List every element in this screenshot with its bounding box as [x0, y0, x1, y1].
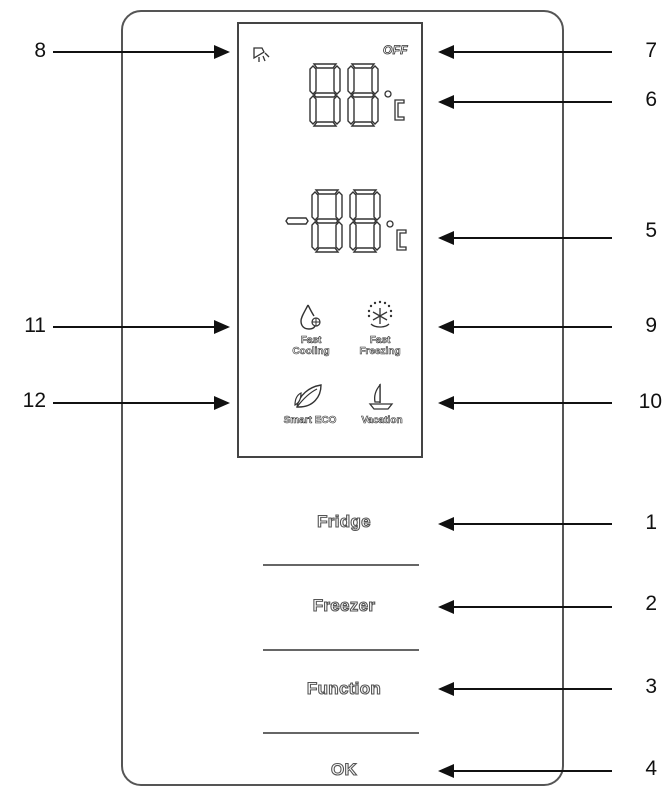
callout-arrow-5	[438, 231, 612, 245]
callout-arrow-9	[438, 320, 612, 334]
lcd-display	[237, 22, 423, 458]
vacation-label: Vacation	[361, 415, 403, 427]
water-drop-snowflake-icon	[300, 304, 321, 330]
sailboat-icon	[368, 383, 394, 410]
freezer-button[interactable]: Freezer	[312, 595, 376, 615]
callout-arrow-8	[53, 45, 230, 59]
off-indicator: OFF	[383, 43, 408, 58]
callout-number-7: 7	[645, 39, 657, 62]
callout-number-3: 3	[645, 675, 657, 698]
callout-number-5: 5	[645, 219, 657, 242]
callout-arrow-1	[438, 517, 612, 531]
smart-eco-label: Smart ECO	[283, 415, 337, 427]
callout-number-6: 6	[645, 88, 657, 111]
divider	[263, 649, 419, 651]
fridge-temp-display	[309, 63, 405, 127]
fast-freezing-label: Fast Freezing	[359, 335, 401, 358]
fast-cooling-label: Fast Cooling	[292, 335, 330, 358]
divider	[263, 732, 419, 734]
callout-number-1: 1	[645, 511, 657, 534]
snowflake-circle-icon	[367, 300, 393, 328]
function-button[interactable]: Function	[306, 678, 382, 698]
callout-number-9: 9	[645, 314, 657, 337]
callout-arrow-2	[438, 600, 612, 614]
callout-number-8: 8	[34, 39, 46, 62]
callout-arrow-12	[53, 396, 230, 410]
callout-arrow-10	[438, 396, 612, 410]
callout-arrow-6	[438, 95, 612, 109]
fridge-button[interactable]: Fridge	[317, 511, 372, 531]
callout-arrow-4	[438, 764, 612, 778]
callout-number-4: 4	[645, 757, 657, 780]
control-panel	[121, 10, 564, 786]
divider	[263, 564, 419, 566]
alarm-lamp-icon	[253, 47, 270, 62]
callout-arrow-11	[53, 320, 230, 334]
callout-number-10: 10	[638, 390, 662, 413]
callout-number-12: 12	[22, 389, 46, 412]
callout-arrow-3	[438, 682, 612, 696]
callout-number-2: 2	[645, 592, 657, 615]
ok-button[interactable]: OK	[330, 759, 358, 779]
leaf-icon	[294, 384, 322, 408]
callout-arrow-7	[438, 45, 612, 59]
freezer-temp-display	[285, 189, 407, 253]
callout-number-11: 11	[24, 314, 46, 337]
